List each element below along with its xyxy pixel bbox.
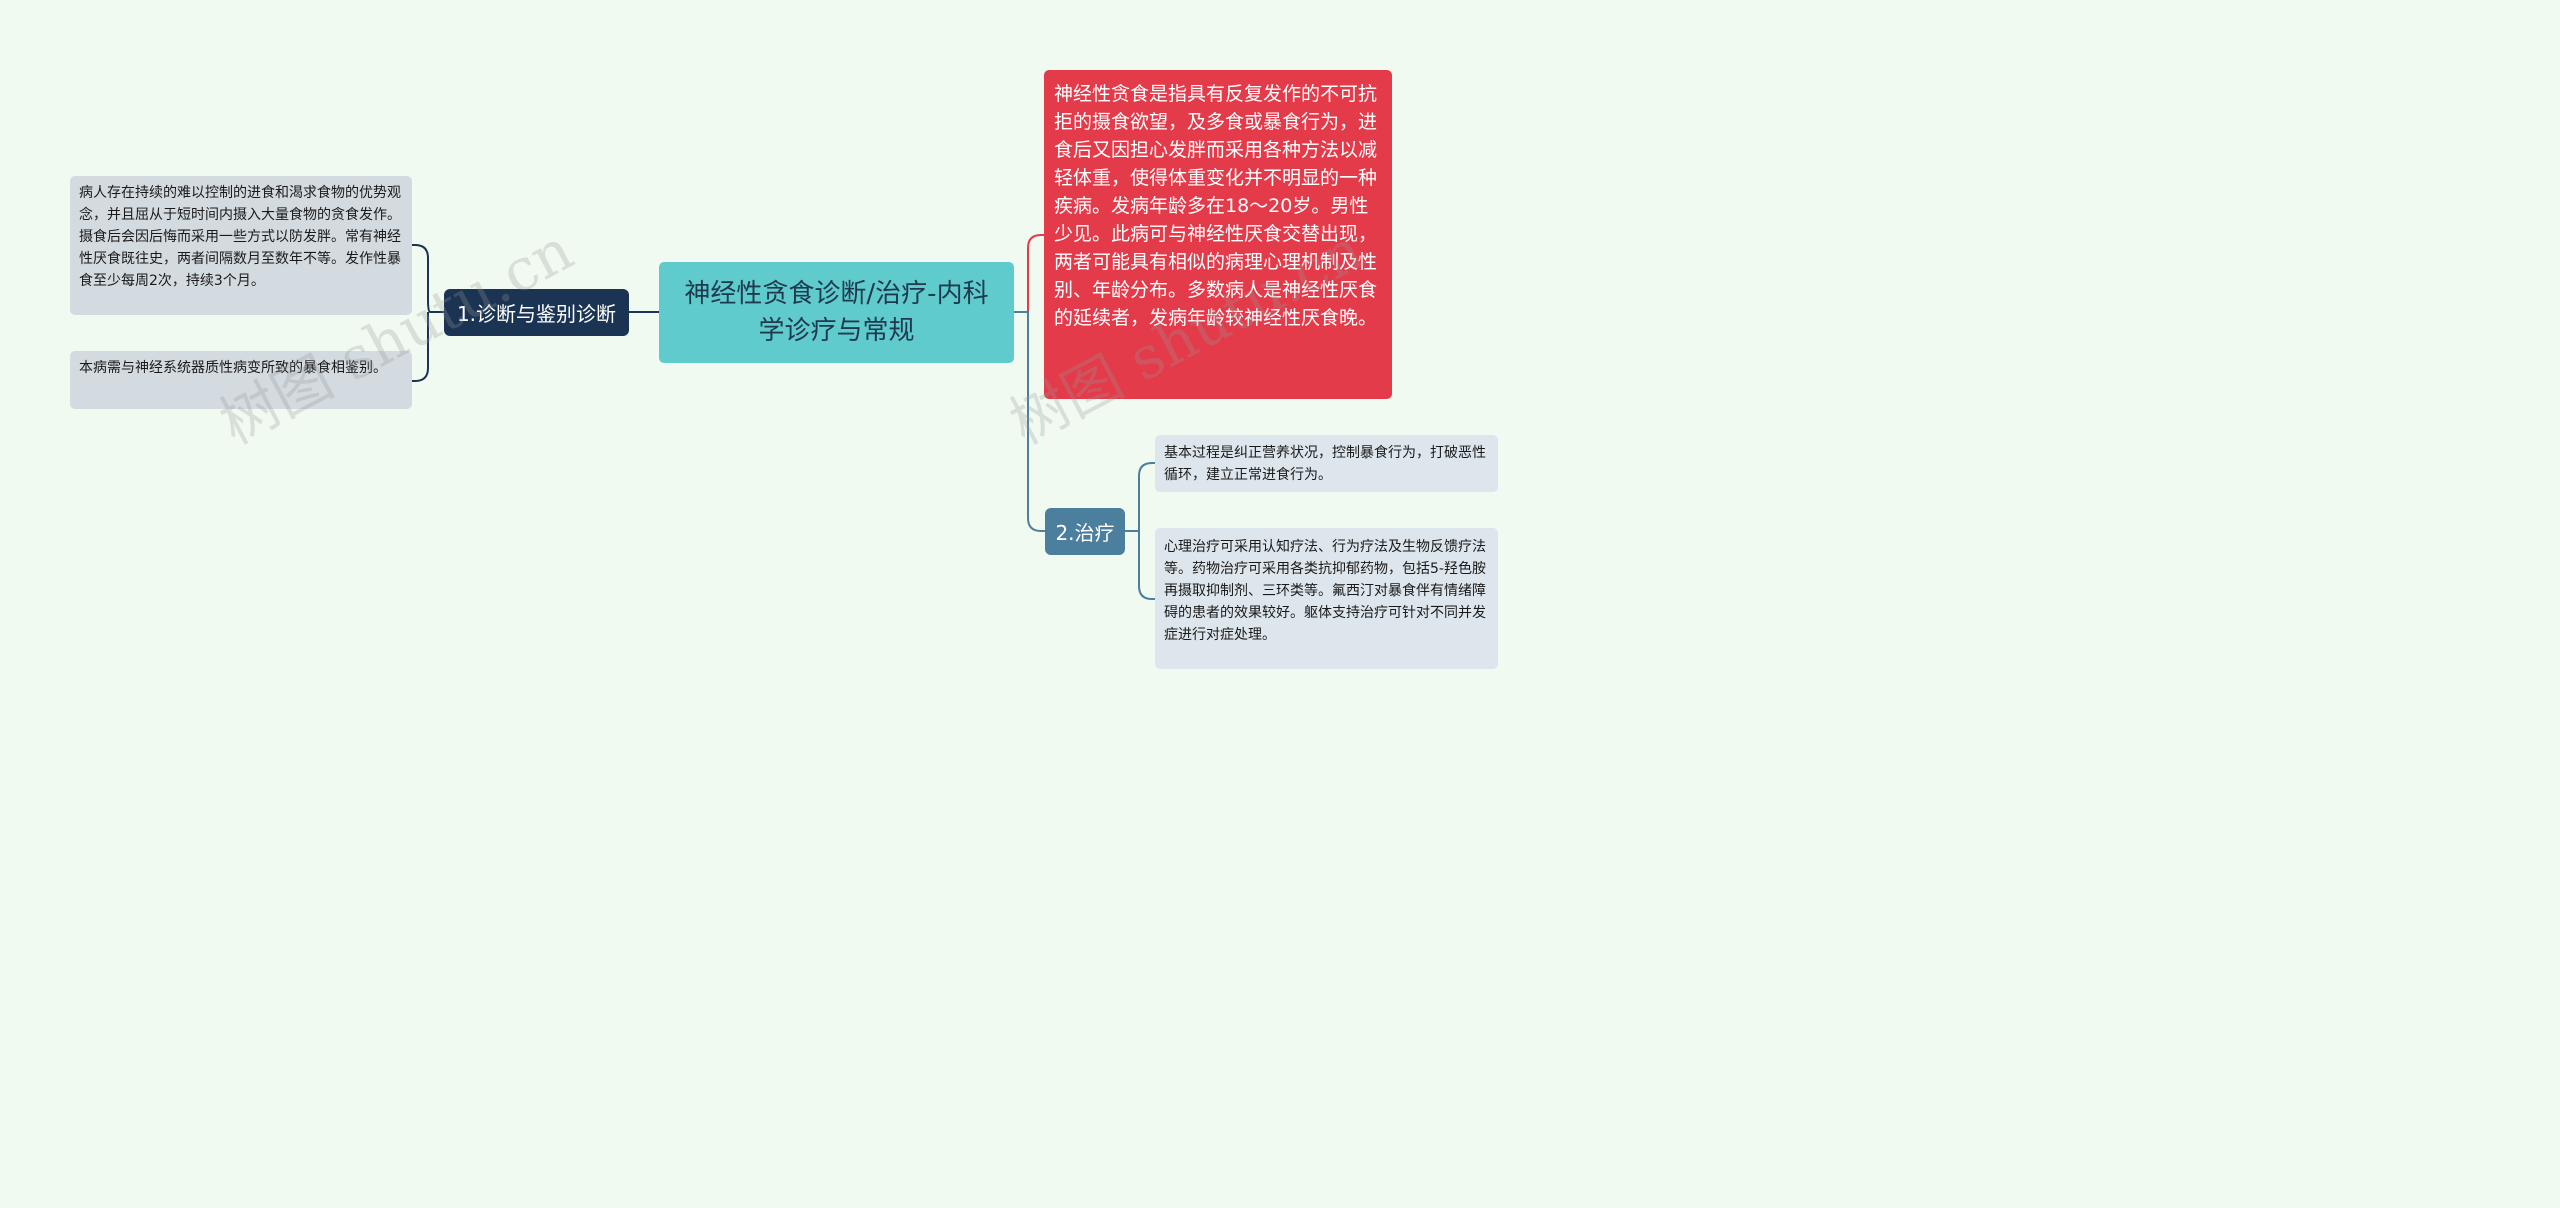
leaf-treatment-methods[interactable]: 心理治疗可采用认知疗法、行为疗法及生物反馈疗法等。药物治疗可采用各类抗抑郁药物，…	[1155, 528, 1498, 669]
definition-node[interactable]: 神经性贪食是指具有反复发作的不可抗拒的摄食欲望，及多食或暴食行为，进食后又因担心…	[1044, 70, 1392, 399]
central-topic-label: 神经性贪食诊断/治疗-内科学诊疗与常规	[684, 278, 989, 346]
branch-diagnosis-label: 1.诊断与鉴别诊断	[456, 302, 617, 326]
connector-lines	[412, 234, 1155, 600]
leaf-diagnosis-criteria[interactable]: 病人存在持续的难以控制的进食和渴求食物的优势观念，并且屈从于短时间内摄入大量食物…	[70, 176, 412, 315]
definition-text: 神经性贪食是指具有反复发作的不可抗拒的摄食欲望，及多食或暴食行为，进食后又因担心…	[1054, 83, 1378, 329]
leaf-differential-diagnosis-text: 本病需与神经系统器质性病变所致的暴食相鉴别。	[79, 360, 387, 376]
central-topic[interactable]: 神经性贪食诊断/治疗-内科学诊疗与常规	[659, 262, 1014, 363]
branch-treatment-label: 2.治疗	[1055, 521, 1115, 545]
link-branch2-leaf3	[1125, 462, 1155, 532]
link-branch1-leaf1	[412, 244, 444, 313]
leaf-differential-diagnosis[interactable]: 本病需与神经系统器质性病变所致的暴食相鉴别。	[70, 351, 412, 409]
link-central-branch2	[1027, 312, 1045, 532]
link-branch2-leaf4	[1138, 531, 1155, 600]
leaf-treatment-methods-text: 心理治疗可采用认知疗法、行为疗法及生物反馈疗法等。药物治疗可采用各类抗抑郁药物，…	[1164, 539, 1486, 643]
branch-treatment[interactable]: 2.治疗	[1045, 508, 1125, 555]
branch-diagnosis[interactable]: 1.诊断与鉴别诊断	[444, 289, 629, 336]
link-branch1-leaf2	[412, 312, 429, 382]
leaf-treatment-basic-text: 基本过程是纠正营养状况，控制暴食行为，打破恶性循环，建立正常进食行为。	[1164, 445, 1486, 483]
leaf-treatment-basic[interactable]: 基本过程是纠正营养状况，控制暴食行为，打破恶性循环，建立正常进食行为。	[1155, 435, 1498, 492]
leaf-diagnosis-criteria-text: 病人存在持续的难以控制的进食和渴求食物的优势观念，并且屈从于短时间内摄入大量食物…	[79, 185, 401, 289]
link-central-definition	[1027, 234, 1044, 312]
